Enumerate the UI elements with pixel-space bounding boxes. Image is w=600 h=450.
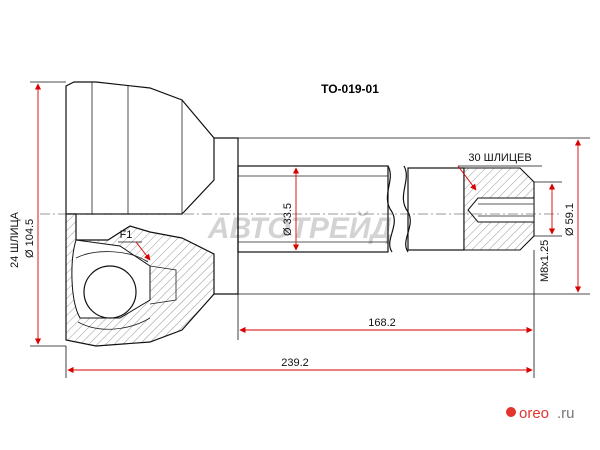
shaft-diameter-label: Ø 33.5 bbox=[282, 203, 294, 236]
shaft-splines-label: 30 ШЛИЦЕВ bbox=[468, 152, 531, 164]
f1-label: F1 bbox=[120, 229, 133, 241]
shaft-length-label: 168.2 bbox=[368, 317, 396, 329]
logo-dot-icon bbox=[506, 407, 516, 417]
logo-domain: .ru bbox=[557, 405, 575, 422]
joint-housing bbox=[65, 81, 215, 347]
outer-diameter-label: Ø 104.5 bbox=[24, 219, 36, 258]
end-diameter-label: Ø 59.1 bbox=[564, 203, 576, 236]
f1-leader-arrow bbox=[135, 241, 151, 261]
part-number-title: TO-019-01 bbox=[321, 82, 379, 96]
joint-ball bbox=[83, 265, 137, 319]
logo-brand: oreo bbox=[519, 405, 549, 422]
watermark-text: АВТОТРЕЙД bbox=[207, 210, 392, 245]
outer-splines-label: 24 ШЛИЦА bbox=[9, 211, 21, 268]
thread-label: M8x1.25 bbox=[539, 240, 551, 282]
shaft bbox=[214, 137, 535, 295]
extension-lines bbox=[30, 81, 590, 378]
total-length-label: 239.2 bbox=[281, 357, 309, 369]
shaft-splines-leader-arrow bbox=[457, 165, 477, 191]
oreo-logo: oreo .ru bbox=[506, 405, 575, 422]
